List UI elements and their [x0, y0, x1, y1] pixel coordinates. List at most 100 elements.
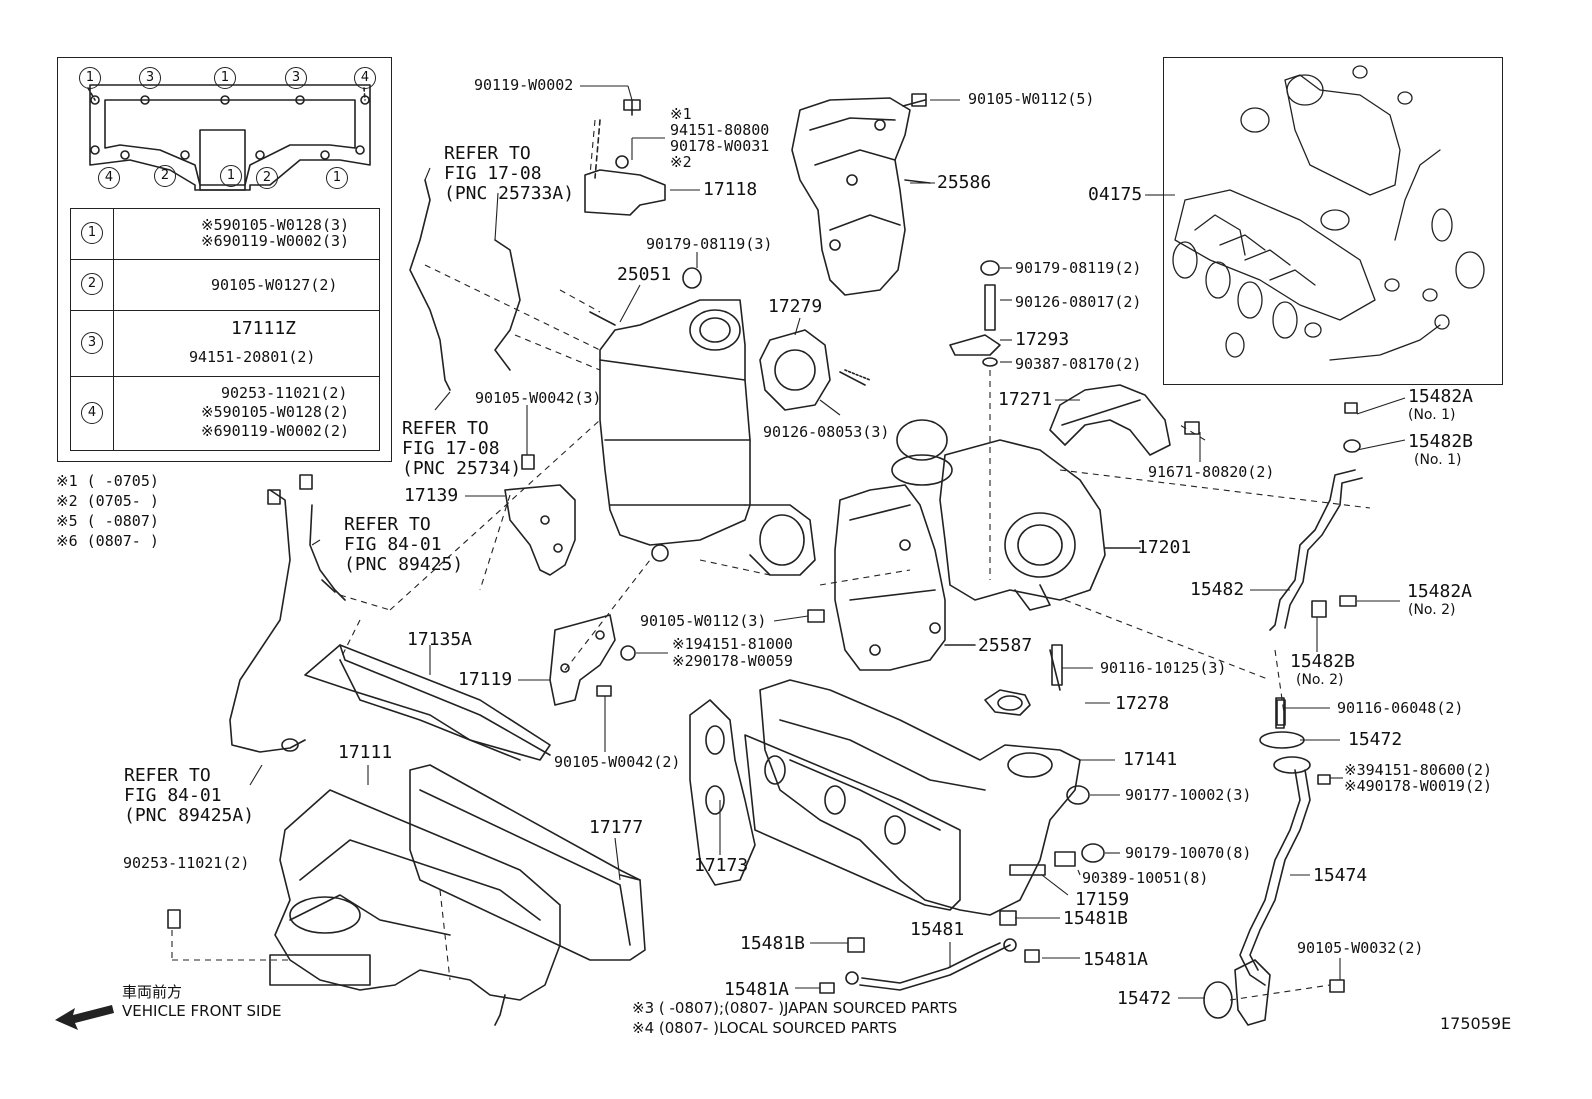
- diagram-id: 175059E: [1440, 1014, 1512, 1033]
- legend-gasket-num: 2: [154, 165, 176, 187]
- legend-gasket-num: 2: [256, 167, 278, 189]
- legend-gasket-num: 4: [354, 67, 376, 89]
- part-label: 90179-10070(8): [1125, 844, 1252, 862]
- water-pipe-15482: [1269, 402, 1363, 631]
- part-label: 17173: [694, 855, 749, 876]
- turbocharger-17201: [891, 419, 1141, 611]
- refer-note: REFER TO: [444, 143, 531, 164]
- part-label: 17271: [998, 389, 1053, 410]
- footnote: ※1 ( -0705): [56, 472, 159, 490]
- part-label: 17201: [1137, 537, 1192, 558]
- part-label: 17118: [703, 179, 758, 200]
- legend-row: 2 90105-W0127(2): [71, 260, 379, 311]
- part-label: 90126-08017(2): [1015, 293, 1142, 311]
- legend-gasket-num: 1: [326, 167, 348, 189]
- legend-line: ※590105-W0128(3): [201, 216, 350, 234]
- refer-note: (PNC 25733A): [444, 183, 575, 204]
- gasket-17177: [409, 764, 646, 961]
- heat-shield-25587: [834, 484, 976, 671]
- part-label: 91671-80820(2): [1148, 463, 1275, 481]
- part-label: 90253-11021(2): [123, 854, 250, 872]
- part-label: 17293: [1015, 329, 1070, 350]
- legend-row-num: 3: [81, 332, 103, 354]
- part-label: 15472: [1348, 729, 1403, 750]
- part-label: 94151-80800: [670, 121, 770, 139]
- legend-line: 94151-20801(2): [189, 348, 316, 366]
- refer-note: FIG 17-08: [444, 163, 542, 184]
- part-label: 90105-W0112(3): [640, 612, 767, 630]
- manifold-17111: [269, 789, 561, 1026]
- legend-row: 3 17111Z 94151-20801(2): [71, 311, 379, 377]
- part-label: 17278: [1115, 693, 1170, 714]
- legend-table: 1 ※590105-W0128(3) ※690119-W0002(3) 2 90…: [70, 208, 380, 451]
- part-label: 15481A: [724, 979, 790, 1000]
- refer-note: REFER TO: [124, 765, 211, 786]
- part-label: 90119-W0002: [474, 76, 574, 94]
- legend-gasket-num: 1: [220, 165, 242, 187]
- part-label: ※490178-W0019(2): [1344, 777, 1493, 795]
- part-label: 90105-W0042(3): [475, 389, 602, 407]
- refer-note: FIG 84-01: [344, 534, 442, 555]
- o2-sensor-89425A: [229, 474, 346, 753]
- refer-note: (PNC 89425A): [124, 805, 255, 826]
- part-label: 15482B: [1408, 431, 1474, 452]
- part-label: ※290178-W0059: [672, 652, 793, 670]
- legend-row-num: 4: [81, 402, 103, 424]
- legend-gasket-drawing: [87, 84, 371, 191]
- plate-17293: [949, 260, 1001, 367]
- legend-line: ※690119-W0002(2): [201, 422, 350, 440]
- footnote: ※2 (0705- ): [56, 492, 159, 510]
- part-label: 25587: [978, 635, 1033, 656]
- part-label: 17119: [458, 669, 513, 690]
- part-label: 04175: [1088, 184, 1143, 205]
- part-label: 90105-W0112(5): [968, 90, 1095, 108]
- refer-note: REFER TO: [402, 418, 489, 439]
- part-label: 90116-06048(2): [1337, 699, 1464, 717]
- part-label: 15482A: [1408, 386, 1474, 407]
- shield-17271: [1049, 384, 1171, 456]
- refer-note: REFER TO: [344, 514, 431, 535]
- legend-line: 90253-11021(2): [221, 384, 348, 402]
- legend-line: ※590105-W0128(2): [201, 403, 350, 421]
- part-label: 90105-W0042(2): [554, 753, 681, 771]
- part-label: (No. 1): [1408, 407, 1456, 423]
- part-label: (No. 2): [1408, 602, 1456, 618]
- bracket-17118: [584, 99, 666, 216]
- part-label: 90126-08053(3): [763, 423, 890, 441]
- heat-shield-25586: [791, 97, 931, 296]
- part-label: 17141: [1123, 749, 1178, 770]
- part-label: ※194151-81000: [672, 635, 793, 653]
- part-label: 90116-10125(3): [1100, 659, 1227, 677]
- bracket-17119: [549, 614, 636, 706]
- part-label: 90177-10002(3): [1125, 786, 1252, 804]
- part-label: 15482B: [1290, 651, 1356, 672]
- legend-box: [57, 57, 392, 462]
- leader-lines: [249, 85, 1406, 999]
- front-arrow-icon: [55, 1005, 114, 1030]
- part-label: 15474: [1313, 865, 1368, 886]
- part-label: 15482A: [1407, 581, 1473, 602]
- part-label: 17279: [768, 296, 823, 317]
- part-label: 17135A: [407, 629, 473, 650]
- legend-gasket-num: 3: [139, 67, 161, 89]
- part-label: 17177: [589, 817, 644, 838]
- part-label: 15481A: [1083, 949, 1149, 970]
- legend-gasket-num: 3: [285, 67, 307, 89]
- part-label: 15472: [1117, 988, 1172, 1009]
- refer-note: (PNC 25734): [402, 458, 522, 479]
- part-label: 90179-08119(3): [646, 235, 773, 253]
- part-label: 25586: [937, 172, 992, 193]
- part-label: 90387-08170(2): [1015, 355, 1142, 373]
- part-label: 90178-W0031: [670, 137, 770, 155]
- legend-gasket-num: 1: [79, 67, 101, 89]
- legend-line: 90105-W0127(2): [211, 276, 338, 294]
- gasket-17279: [759, 329, 871, 411]
- inset-box: [1163, 57, 1503, 385]
- legend-row-num: 2: [81, 273, 103, 295]
- direction-label-jp: 車両前方: [122, 983, 183, 1001]
- footnote: ※5 ( -0807): [56, 512, 159, 530]
- part-label: ※394151-80600(2): [1344, 761, 1493, 779]
- legend-gasket-num: 4: [98, 167, 120, 189]
- part-label: 90179-08119(2): [1015, 259, 1142, 277]
